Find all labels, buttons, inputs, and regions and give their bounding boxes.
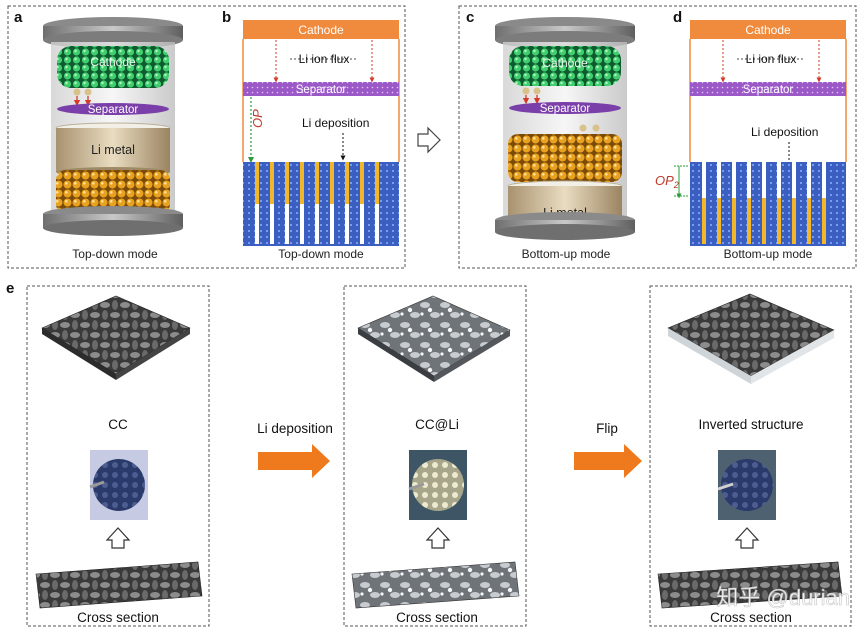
cathode-bar-label: Cathode — [745, 23, 791, 37]
inverted-photo-disc — [721, 459, 773, 511]
inverted-cross-section — [657, 561, 843, 609]
panel-c-label: c — [466, 9, 474, 26]
li-deposition-label: Li deposition — [302, 116, 369, 130]
separator-bar-label: Separator — [743, 84, 794, 96]
current-collector-layer — [56, 170, 170, 214]
frame-ab — [7, 5, 406, 269]
cc-cross-section — [35, 561, 203, 609]
ccli-photo-disc — [412, 459, 464, 511]
panel-a-label: a — [14, 9, 23, 26]
cc-cross-section-label: Cross section — [77, 610, 159, 625]
separator-label: Separator — [88, 104, 139, 116]
inverted-box: Inverted structure Cross section — [649, 285, 852, 627]
panel-b-caption: Top-down mode — [278, 247, 364, 261]
current-collector-block — [243, 162, 399, 246]
separator-label: Separator — [540, 103, 591, 115]
flip-arrow-icon — [574, 444, 642, 478]
li-deposition-label: Li deposition — [751, 125, 818, 139]
li-ion-flux-label: Li ion flux — [746, 52, 797, 66]
flip-arrow-label: Flip — [596, 421, 618, 436]
inverted-mesh — [667, 293, 835, 377]
cc-photo-disc — [93, 459, 145, 511]
cathode-bar-label: Cathode — [298, 23, 344, 37]
watermark: 知乎 @durian — [716, 585, 850, 610]
li-ion-flux-label: Li ion flux — [299, 52, 350, 66]
cc-box: CC Cross section — [26, 285, 210, 627]
cathode-layer — [57, 46, 169, 88]
op2-label: OP2 — [655, 173, 679, 190]
panel-d-caption: Bottom-up mode — [724, 247, 813, 261]
li-deposit-columns — [255, 162, 379, 204]
li-deposition-arrow-icon — [258, 444, 330, 478]
panel-e-label: e — [6, 280, 14, 297]
inverted-cross-section-label: Cross section — [710, 610, 792, 625]
separator-bar — [243, 82, 399, 96]
li-deposition-arrow-label: Li deposition — [257, 421, 333, 436]
panel-a-caption: Top-down mode — [72, 247, 158, 261]
panel-d-label: d — [673, 9, 682, 26]
separator-bar-label: Separator — [296, 84, 347, 96]
cathode-label: Cathode — [90, 55, 136, 69]
inverted-label: Inverted structure — [698, 417, 803, 432]
transition-arrow-icon — [417, 126, 441, 154]
ccli-box: CC@Li Cross section — [343, 285, 527, 627]
panel-c: c Cathode Separator Li metal Bottom-up m… — [466, 9, 635, 261]
cathode-label: Cathode — [542, 56, 588, 70]
li-metal-layer — [56, 128, 170, 172]
panel-b: b Cathode Li ion flux Separator OP Li de… — [222, 9, 400, 261]
panel-c-caption: Bottom-up mode — [522, 247, 611, 261]
panel-a: a Cathode Separator Li metal Top-down mo… — [14, 9, 183, 261]
li-metal-label: Li metal — [91, 143, 135, 157]
cc-mesh — [41, 295, 191, 375]
up-arrow-icon — [734, 527, 760, 549]
frame-cd — [458, 5, 857, 269]
ccli-label: CC@Li — [415, 417, 459, 432]
cc-label: CC — [108, 417, 128, 432]
panel-b-label: b — [222, 9, 231, 26]
ccli-mesh — [357, 295, 511, 377]
op-label: OP — [250, 109, 265, 128]
ccli-cross-section — [351, 561, 520, 609]
up-arrow-icon — [105, 527, 131, 549]
cathode-bar — [243, 20, 399, 39]
up-arrow-icon — [425, 527, 451, 549]
panel-d: d Cathode Li ion flux Separator Li depos… — [655, 9, 847, 261]
ccli-cross-section-label: Cross section — [396, 610, 478, 625]
